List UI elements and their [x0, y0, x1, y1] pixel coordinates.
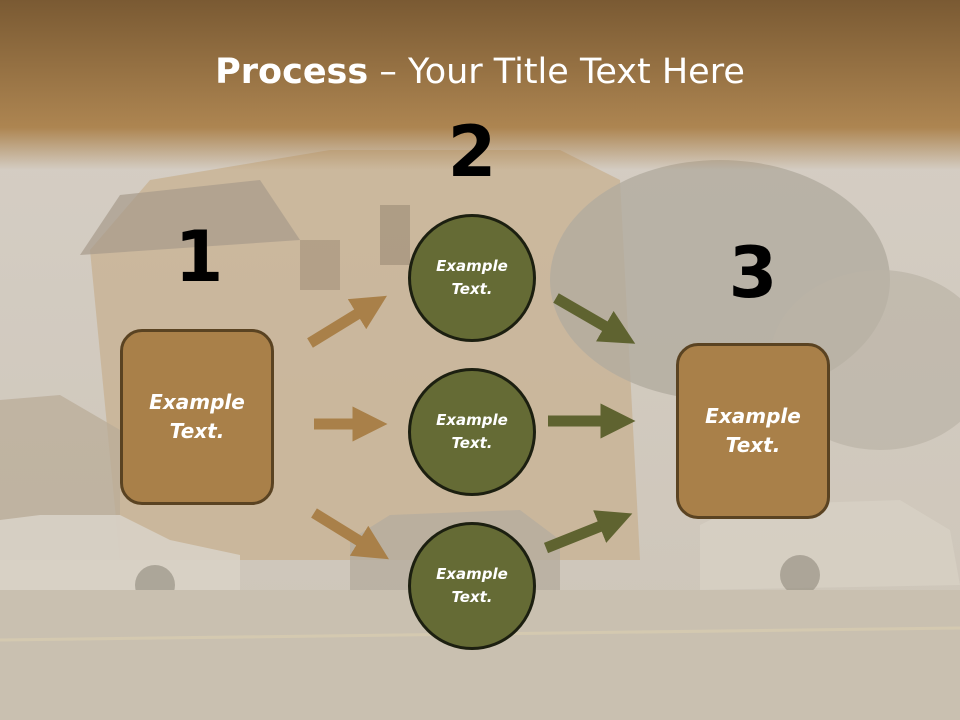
step-number-1: 1 — [174, 216, 224, 298]
step-number-2: 2 — [447, 111, 497, 193]
arrow-to-circle-3 — [311, 508, 389, 560]
arrow-to-circle-1 — [307, 295, 388, 348]
step-number-3: 3 — [728, 232, 778, 314]
title-rest: – Your Title Text Here — [368, 52, 745, 92]
title-bold: Process — [215, 52, 369, 92]
arrow-from-circle-1 — [553, 293, 636, 344]
slide-title: Process – Your Title Text Here — [0, 52, 960, 92]
arrow-from-circle-3 — [543, 510, 633, 554]
